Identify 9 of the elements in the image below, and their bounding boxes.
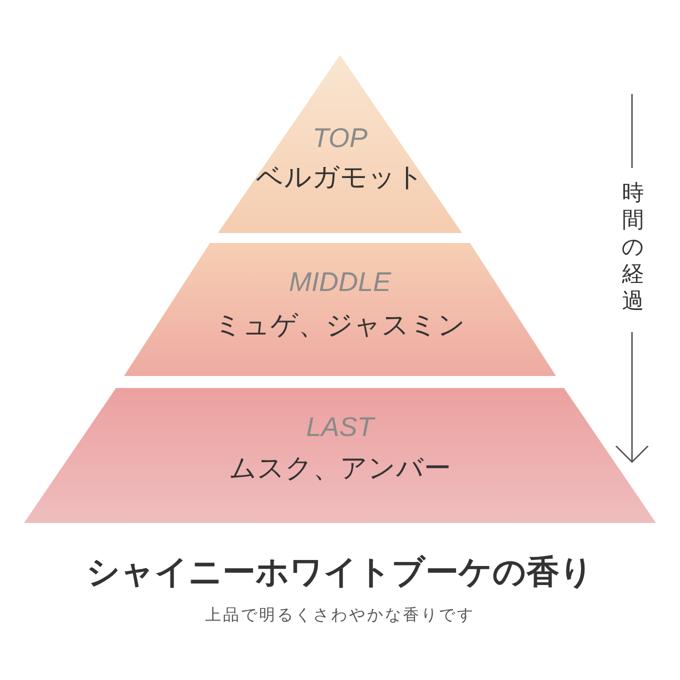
note-text: ムスク、アンバー [229,453,451,484]
layer-label: LAST [306,412,374,442]
title: シャイニーホワイトブーケの香り [86,552,594,591]
time-label: 時間の経過 [621,180,645,315]
layer-label: MIDDLE [288,267,391,297]
layer-label: TOP [312,123,368,153]
note-text: ミュゲ、ジャスミン [214,310,466,341]
note-text: ベルガモット [256,162,424,193]
caption: 上品で明るくさわやかな香りです [205,605,475,624]
